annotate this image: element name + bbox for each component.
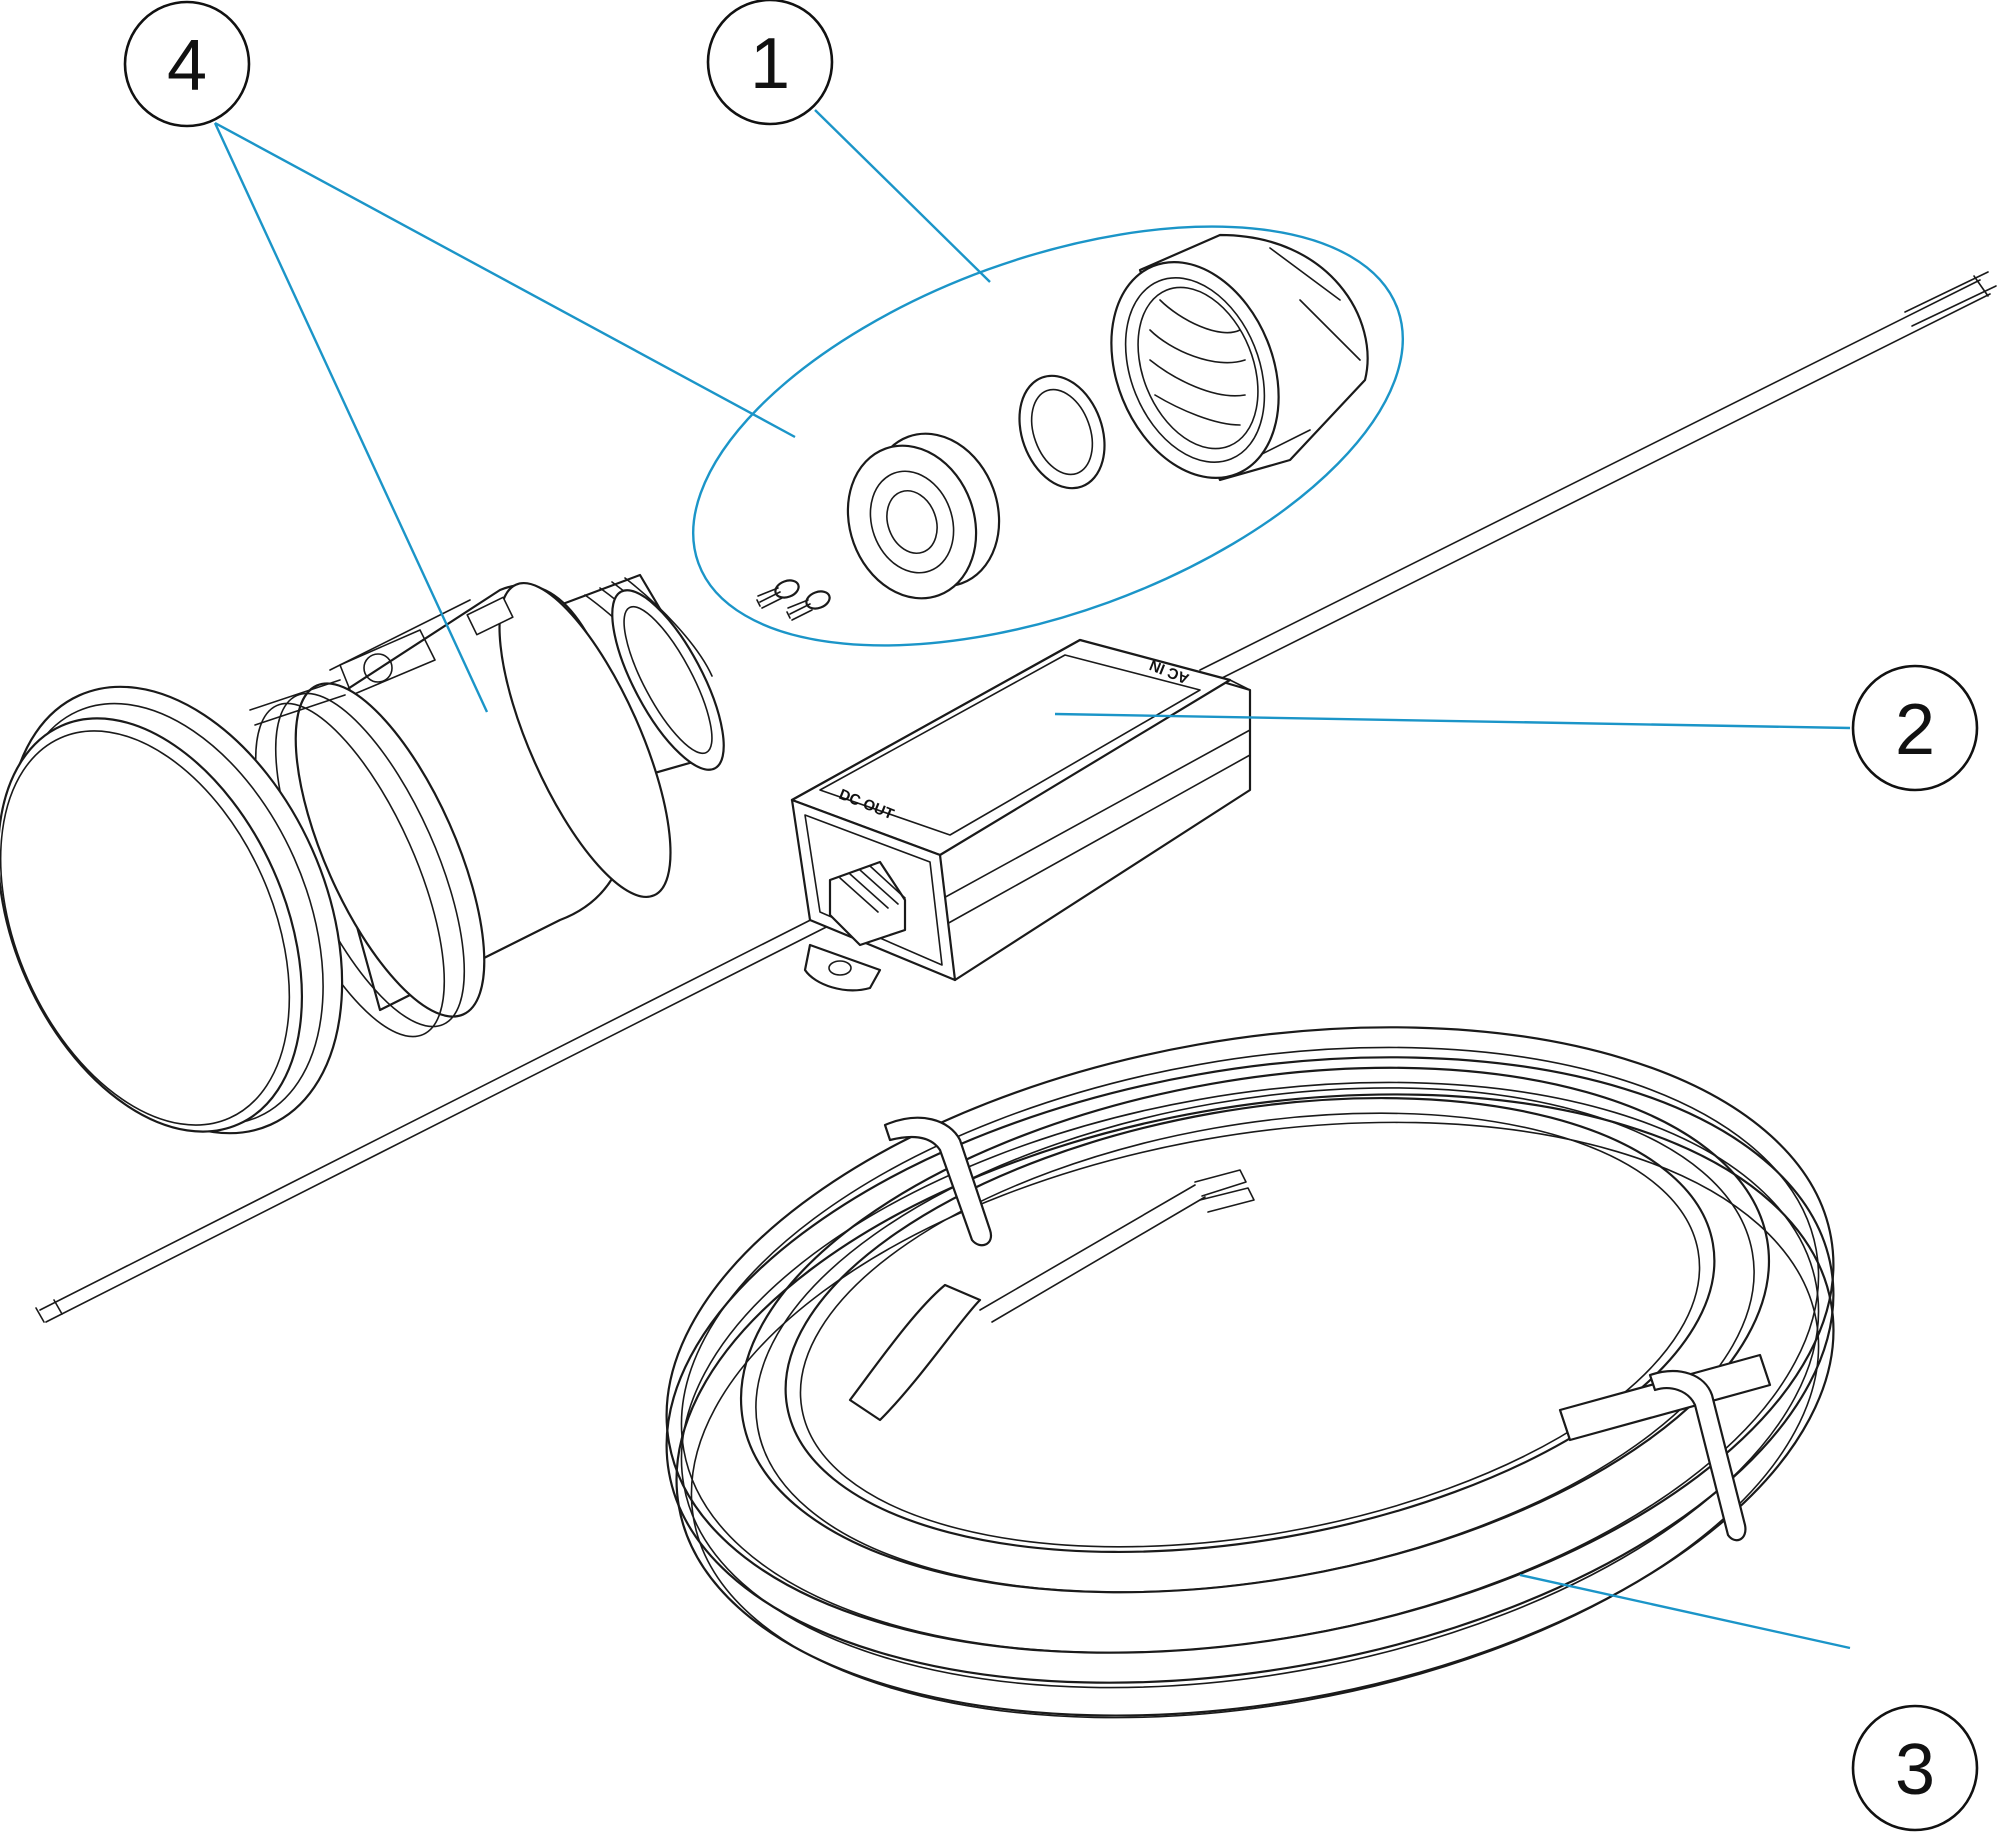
callout-4: 4 [123, 0, 251, 128]
input-lead-wire [1199, 271, 1997, 685]
leader-3 [1519, 1573, 1851, 1650]
callout-3-number: 3 [1895, 1730, 1935, 1810]
nut [1110, 233, 1369, 482]
screw-1 [756, 579, 800, 609]
washer [1018, 374, 1106, 490]
callout-3: 3 [1851, 1704, 1979, 1832]
coiled-cable [665, 1026, 1835, 1719]
callout-1-number: 1 [750, 24, 790, 104]
callout-2: 2 [1851, 664, 1979, 792]
driver-box: DC OUT AC IN [790, 638, 1252, 992]
callout-1: 1 [706, 0, 834, 126]
leader-lines [213, 109, 1851, 1650]
callout-2-number: 2 [1895, 690, 1935, 770]
output-lead-wire [35, 899, 857, 1323]
callout-4-number: 4 [167, 26, 207, 106]
leader-2 [1054, 712, 1851, 730]
screw-2 [786, 590, 831, 621]
grommet [846, 432, 1001, 600]
lamp-body [0, 573, 725, 1135]
dc-connector [828, 860, 907, 947]
leader-1 [814, 109, 991, 283]
leader-4b [213, 122, 489, 713]
fixing-kit-group [692, 225, 1404, 647]
leader-4a [214, 121, 796, 439]
